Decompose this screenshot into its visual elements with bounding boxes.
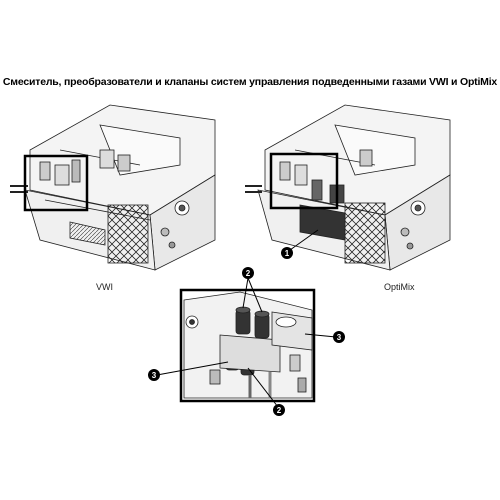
optimix-highlight-box (269, 152, 339, 210)
callout-3-right: 3 (333, 331, 345, 343)
callout-2-top: 2 (242, 267, 254, 279)
caption-optimix: OptiMix (384, 282, 415, 292)
detail-inset-drawing (183, 291, 313, 399)
svg-text:1: 1 (285, 249, 290, 258)
vwi-highlight-box (23, 154, 89, 212)
callout-leaders (156, 277, 337, 408)
optimix-cabinet-drawing (245, 104, 451, 271)
vwi-cabinet-drawing (10, 104, 216, 271)
callout-1: 1 (281, 247, 293, 259)
figure-title: Смеситель, преобразователи и клапаны сис… (2, 76, 498, 88)
caption-vwi: VWI (96, 282, 113, 292)
callout-3-left: 3 (148, 369, 160, 381)
svg-text:2: 2 (277, 406, 282, 415)
callout-2-bottom: 2 (273, 404, 285, 416)
svg-text:3: 3 (152, 371, 157, 380)
svg-text:3: 3 (337, 333, 342, 342)
svg-text:2: 2 (246, 269, 251, 278)
